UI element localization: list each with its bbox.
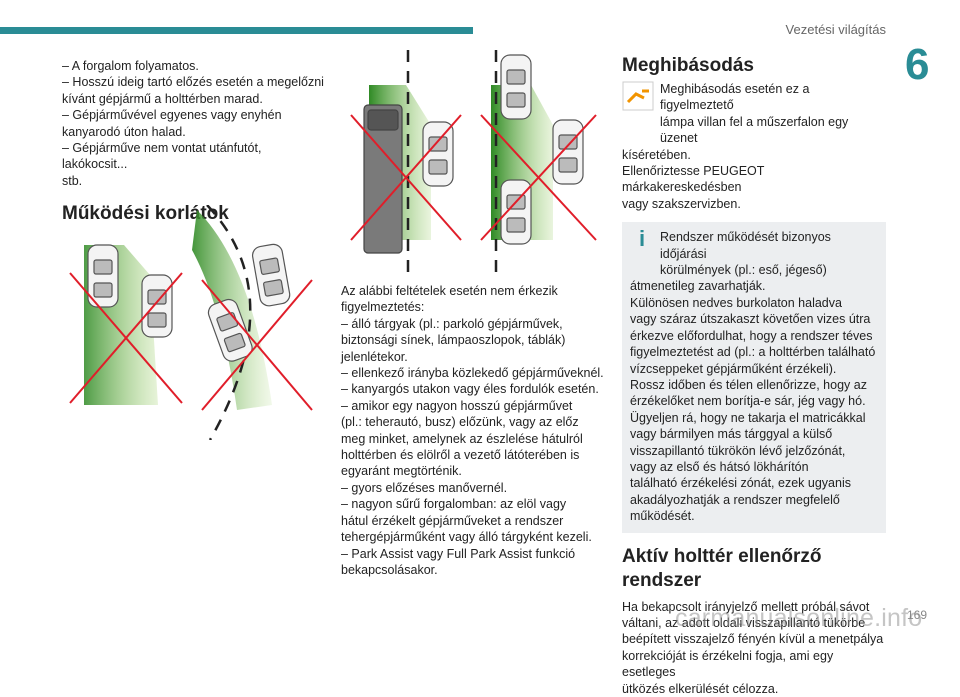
text-line: Rossz időben és télen ellenőrizze, hogy … bbox=[630, 377, 867, 392]
column-2: Az alábbi feltételek esetén nem érkezik … bbox=[341, 283, 616, 578]
text-line: működését. bbox=[630, 509, 695, 524]
text-line: – ellenkező irányba közlekedő gépjárműve… bbox=[341, 366, 604, 381]
text-line: vagy az első és hátsó lökhárítón bbox=[630, 459, 809, 474]
text-line: – Gépjárműve nem vontat utánfutót, lakók… bbox=[62, 141, 262, 172]
text-line: hátul érzékelt gépjárműveket a rendszer bbox=[341, 513, 564, 528]
car-icon bbox=[87, 244, 119, 308]
text-line: Meghibásodás esetén ez a figyelmeztető bbox=[660, 82, 810, 113]
text-line: Ha bekapcsolt irányjelző mellett próbál … bbox=[622, 599, 870, 614]
text-line: stb. bbox=[62, 173, 83, 188]
text-line: kíséretében. bbox=[622, 147, 691, 162]
header-accent-bar bbox=[0, 27, 473, 34]
text-line: körülmények (pl.: eső, jégeső) bbox=[660, 263, 827, 278]
text-line: átmenetileg zavarhatják. bbox=[630, 279, 766, 294]
text-line: Rendszer működését bizonyos időjárási bbox=[660, 230, 831, 261]
text-line: érzékelőket nem borítja-e sár, jég vagy … bbox=[630, 394, 866, 409]
warning-lamp-icon bbox=[622, 81, 654, 111]
text-line: – gyors előzéses manővernél. bbox=[341, 480, 508, 495]
text-line: meg minket, amelynek az észlelése hátulr… bbox=[341, 431, 583, 446]
text-line: Az alábbi feltételek esetén nem érkezik bbox=[341, 284, 558, 298]
text-line: vízcseppeket gépjárműként érzékeli). bbox=[630, 361, 837, 376]
info-header: i Rendszer működését bizonyos időjárási … bbox=[630, 226, 878, 278]
section-heading-limits: Működési korlátok bbox=[62, 203, 229, 225]
conditions-list: – A forgalom folyamatos. – Hosszú ideig … bbox=[62, 58, 324, 189]
illustration-truck-oncoming bbox=[350, 50, 597, 278]
section-heading-malfunction: Meghibásodás bbox=[622, 55, 754, 76]
text-line: váltani, az adott oldali visszapillantó … bbox=[622, 615, 866, 630]
truck-icon bbox=[363, 104, 403, 254]
heading-line: Aktív holttér ellenőrző bbox=[622, 545, 822, 567]
text-line: kívánt gépjármű a holttérben marad. bbox=[62, 91, 263, 106]
section-heading-active-blind-spot: Aktív holttér ellenőrző rendszer bbox=[622, 545, 886, 593]
column-3: Meghibásodás Meghibásodás esetén ez a fi… bbox=[622, 55, 886, 697]
text-line: figyelmeztetést ad (pl.: a holttérben ta… bbox=[630, 345, 876, 360]
info-icon: i bbox=[638, 226, 646, 252]
section-title: Vezetési világítás bbox=[785, 22, 886, 37]
malfunction-text: Meghibásodás esetén ez a figyelmeztető l… bbox=[622, 81, 886, 212]
text-line: Ügyeljen rá, hogy ne takarja el matricák… bbox=[630, 410, 866, 425]
watermark: carmanualsonline.info bbox=[675, 604, 923, 632]
text-line: korrekcióját is érzékelni fogja, ami egy… bbox=[622, 648, 834, 680]
info-box: i Rendszer működését bizonyos időjárási … bbox=[622, 222, 886, 533]
text-line: (pl.: teherautó, busz) előzünk, vagy az … bbox=[341, 415, 579, 430]
text-line: – Gépjárművével egyenes vagy enyhén bbox=[62, 108, 282, 123]
text-line: kanyarodó úton halad. bbox=[62, 124, 186, 139]
text-line: – A forgalom folyamatos. bbox=[62, 59, 199, 73]
text-line: figyelmeztetés: bbox=[341, 300, 425, 315]
text-line: vagy szakszervizben. bbox=[622, 196, 741, 211]
text-line: lámpa villan fel a műszerfalon egy üzene… bbox=[660, 114, 849, 146]
chapter-number: 6 bbox=[905, 40, 930, 89]
text-line: – nagyon sűrű forgalomban: az elöl vagy bbox=[341, 497, 567, 512]
text-line: található érzékelési zónát, ezek ugyanis bbox=[630, 476, 851, 491]
text-line: – Hosszú ideig tartó előzés esetén a meg… bbox=[62, 75, 324, 90]
text-line: – Park Assist vagy Full Park Assist funk… bbox=[341, 546, 576, 561]
text-line: – kanyargós utakon vagy éles fordulók es… bbox=[341, 382, 599, 397]
page-number: 169 bbox=[907, 608, 928, 622]
column-1: – A forgalom folyamatos. – Hosszú ideig … bbox=[62, 58, 324, 225]
text-line: tehergépjárműként vagy álló tárgyként ke… bbox=[341, 530, 592, 545]
text-line: biztonsági sínek, lámpaoszlopok, táblák) bbox=[341, 333, 566, 348]
heading-line: rendszer bbox=[622, 569, 702, 591]
text-line: egyaránt megtörténik. bbox=[341, 464, 462, 479]
text-line: vagy bármilyen más tárggyal a külső bbox=[630, 427, 833, 442]
text-line: ütközés elkerülését célozza. bbox=[622, 681, 779, 696]
text-line: Különösen nedves burkolaton haladva bbox=[630, 295, 842, 310]
text-line: érkezve előfordulhat, hogy a rendszer té… bbox=[630, 328, 873, 343]
text-line: jelenlétekor. bbox=[341, 349, 408, 364]
text-line: Ellenőriztesse PEUGEOT márkakereskedésbe… bbox=[622, 164, 765, 195]
warning-row: Meghibásodás esetén ez a figyelmeztető l… bbox=[622, 81, 886, 147]
text-line: vagy száraz útszakaszt követően vizes út… bbox=[630, 312, 871, 327]
text-line: akadályozhatják a rendszer megfelelő bbox=[630, 492, 840, 507]
text-line: – álló tárgyak (pl.: parkoló gépjárművek… bbox=[341, 316, 563, 331]
text-line: – amikor egy nagyon hosszú gépjárművet bbox=[341, 398, 573, 413]
text-line: holttérben és elölről a vezető látóteréb… bbox=[341, 448, 580, 463]
illustration-curved-road bbox=[69, 205, 313, 440]
text-line: visszapillantó tükrökön lévő jelzőzónát, bbox=[630, 443, 846, 458]
text-line: bekapcsolásakor. bbox=[341, 562, 438, 577]
